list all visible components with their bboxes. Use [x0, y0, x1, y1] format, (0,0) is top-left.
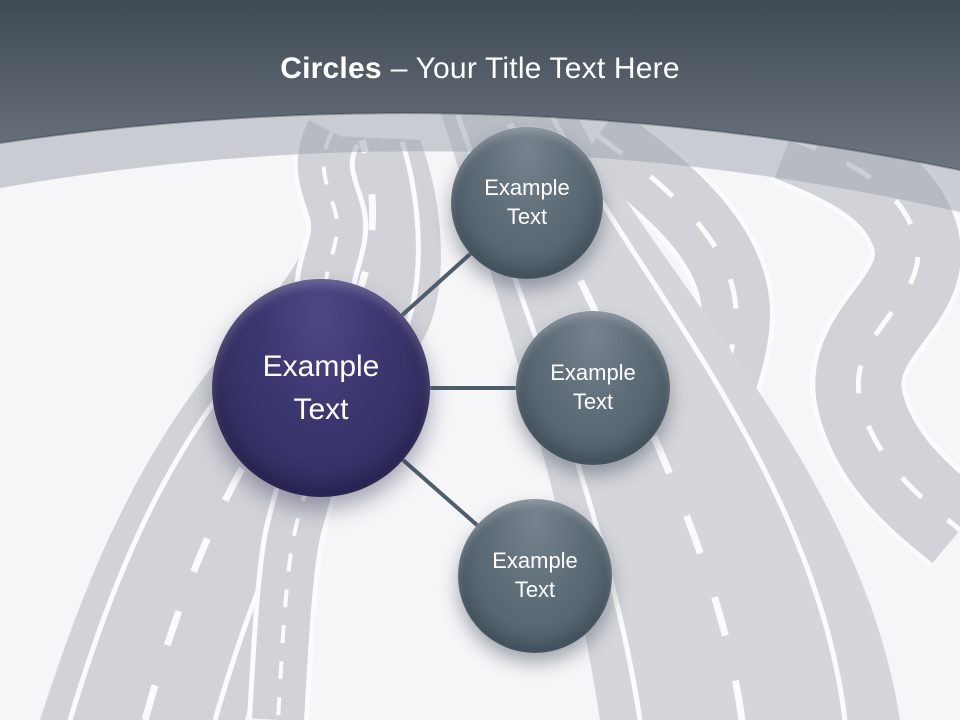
horizon-band: [0, 113, 960, 212]
slide-title-bold: Circles: [280, 52, 382, 85]
satellite-circle-bottom[interactable]: Example Text: [458, 499, 612, 653]
satellite-circle-middle[interactable]: Example Text: [516, 311, 670, 465]
satellite-circle-bottom-label: Example Text: [492, 548, 578, 602]
satellite-circle-top-label: Example Text: [484, 175, 570, 229]
slide-title-rest: – Your Title Text Here: [390, 52, 680, 85]
header-curve-edge: [0, 112, 960, 171]
slide-title: Circles – Your Title Text Here: [0, 52, 960, 86]
header-banner: [0, 0, 960, 170]
main-circle[interactable]: Example Text: [212, 279, 430, 497]
main-circle-label: Example Text: [262, 349, 380, 427]
satellite-circle-top[interactable]: Example Text: [451, 127, 603, 279]
satellite-circle-middle-label: Example Text: [550, 360, 636, 414]
